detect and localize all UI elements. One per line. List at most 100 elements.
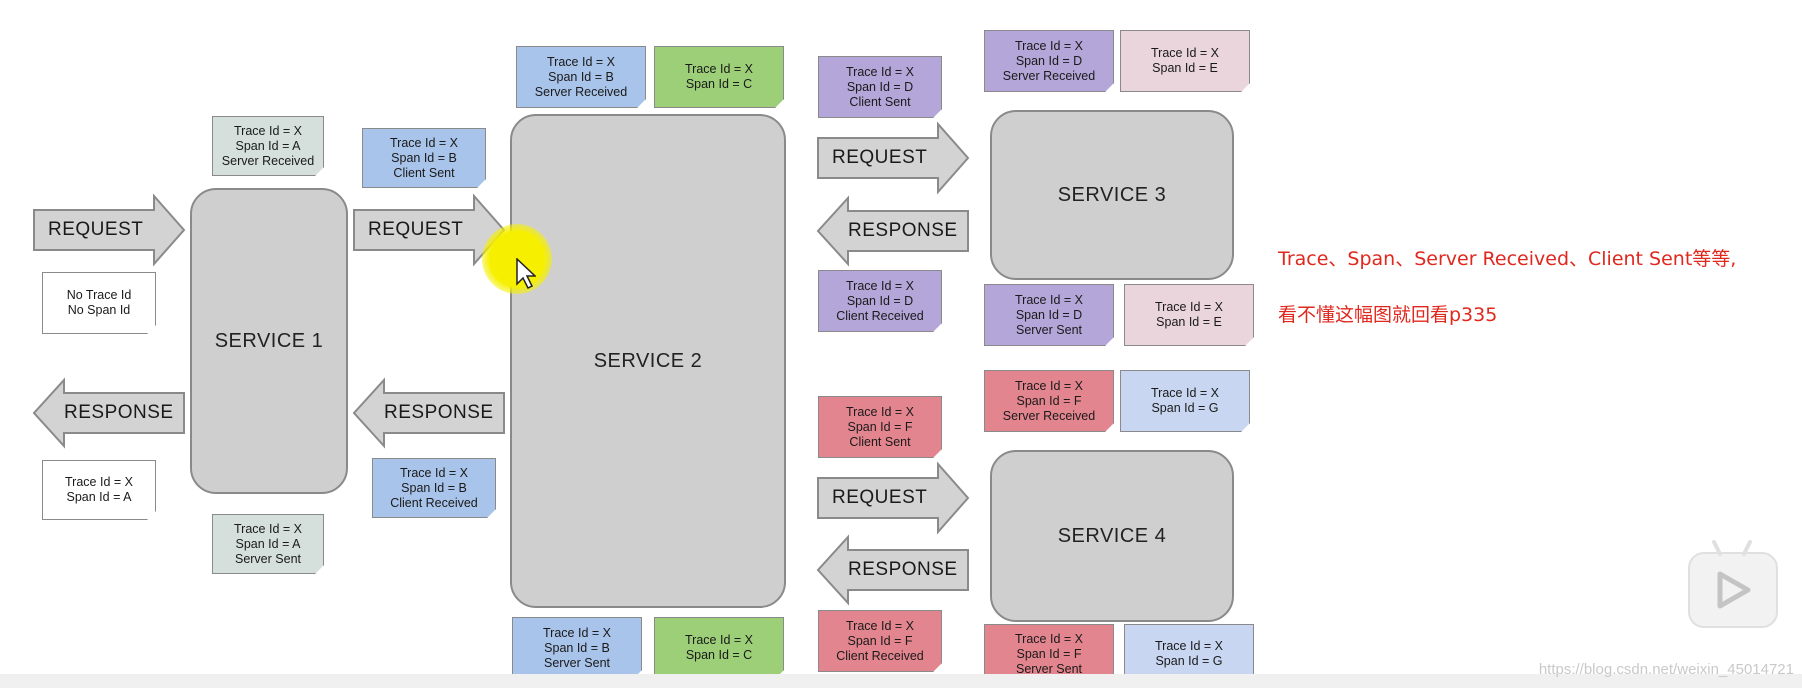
note-line: Span Id = C: [685, 77, 753, 91]
note-s4-client-received-f: Trace Id = X Span Id = F Client Received: [818, 610, 942, 672]
note-line: Span Id = D: [1015, 53, 1083, 68]
note-line: Span Id = D: [1015, 307, 1083, 322]
annotation-line-2: 看不懂这幅图就回看p335: [1278, 304, 1498, 326]
note-s1-no-trace: No Trace Id No Span Id: [42, 272, 156, 334]
note-line: Trace Id = X: [1151, 386, 1219, 400]
note-s1-server-received: Trace Id = X Span Id = A Server Received: [212, 116, 324, 176]
note-line: Span Id = E: [1152, 61, 1218, 75]
note-line: Span Id = F: [1016, 646, 1082, 661]
note-line: Span Id = C: [685, 648, 753, 662]
note-line: Trace Id = X: [234, 521, 302, 536]
note-line: Trace Id = X: [685, 633, 753, 647]
note-s4-server-received-f: Trace Id = X Span Id = F Server Received: [984, 370, 1114, 432]
note-line: Trace Id = X: [1015, 38, 1083, 53]
note-line: Trace Id = X: [846, 618, 914, 633]
note-line: Span Id = D: [846, 293, 914, 308]
service-3-label: SERVICE 3: [1057, 183, 1167, 206]
note-line: Trace Id = X: [1155, 639, 1223, 653]
play-icon: [1717, 571, 1751, 609]
note-line: Server Received: [221, 153, 315, 168]
note-line: Span Id = B: [401, 480, 467, 495]
note-line: Client Received: [390, 495, 478, 510]
bottom-bar: [0, 674, 1802, 688]
note-s2-client-received-b: Trace Id = X Span Id = B Client Received: [372, 458, 496, 518]
note-line: Span Id = A: [66, 490, 132, 504]
note-s3-server-received-d: Trace Id = X Span Id = D Server Received: [984, 30, 1114, 92]
note-line: Trace Id = X: [846, 404, 914, 419]
note-line: No Span Id: [67, 303, 131, 317]
response-arrow-1: RESPONSE: [32, 377, 185, 449]
note-line: Span Id = B: [391, 150, 457, 165]
request-arrow-1-label: REQUEST: [48, 219, 144, 240]
note-line: Span Id = B: [548, 69, 614, 84]
note-line: Server Sent: [234, 551, 301, 566]
request-arrow-3: REQUEST: [817, 121, 970, 195]
response-arrow-4: RESPONSE: [816, 534, 969, 606]
note-s3-client-received-d: Trace Id = X Span Id = D Client Received: [818, 270, 942, 332]
note-s1-server-sent: Trace Id = X Span Id = A Server Sent: [212, 514, 324, 574]
note-s3-client-sent-d: Trace Id = X Span Id = D Client Sent: [818, 56, 942, 118]
response-arrow-3: RESPONSE: [816, 195, 969, 267]
note-line: Client Sent: [849, 94, 911, 109]
tv-antenna-icon: [1712, 540, 1752, 556]
note-line: Span Id = F: [847, 419, 913, 434]
note-line: No Trace Id: [66, 288, 132, 302]
mouse-pointer-icon: [516, 258, 536, 290]
note-s3-span-e-bottom: Trace Id = X Span Id = E: [1124, 284, 1254, 346]
note-line: Trace Id = X: [234, 123, 302, 138]
note-s2-client-sent-b: Trace Id = X Span Id = B Client Sent: [362, 128, 486, 188]
note-line: Server Received: [534, 84, 628, 99]
note-line: Server Sent: [1015, 661, 1082, 676]
note-line: Trace Id = X: [543, 625, 611, 640]
note-s3-server-sent-d: Trace Id = X Span Id = D Server Sent: [984, 284, 1114, 346]
service-4-label: SERVICE 4: [1057, 524, 1167, 547]
request-arrow-3-label: REQUEST: [832, 147, 928, 168]
note-line: Span Id = A: [235, 536, 301, 551]
annotation-line-1: Trace、Span、Server Received、Client Sent等等…: [1278, 248, 1737, 270]
note-s4-span-g-top: Trace Id = X Span Id = G: [1120, 370, 1250, 432]
note-line: Trace Id = X: [1151, 46, 1219, 60]
note-line: Trace Id = X: [846, 278, 914, 293]
note-line: Server Received: [1002, 408, 1096, 423]
note-line: Span Id = F: [1016, 393, 1082, 408]
watermark-text: https://blog.csdn.net/weixin_45014721: [1538, 661, 1794, 678]
note-line: Trace Id = X: [65, 475, 133, 489]
note-line: Trace Id = X: [400, 465, 468, 480]
note-line: Trace Id = X: [1015, 378, 1083, 393]
note-s3-span-e-top: Trace Id = X Span Id = E: [1120, 30, 1250, 92]
note-line: Server Sent: [543, 655, 610, 670]
note-line: Span Id = E: [1156, 315, 1222, 329]
note-line: Span Id = A: [235, 138, 301, 153]
note-s2-server-sent-b: Trace Id = X Span Id = B Server Sent: [512, 617, 642, 679]
note-line: Client Received: [836, 308, 924, 323]
request-arrow-1: REQUEST: [33, 193, 186, 267]
request-arrow-2-label: REQUEST: [368, 219, 464, 240]
response-arrow-4-label: RESPONSE: [848, 559, 958, 580]
note-line: Span Id = B: [544, 640, 610, 655]
service-2-box: SERVICE 2: [510, 114, 786, 608]
note-line: Trace Id = X: [846, 64, 914, 79]
response-arrow-1-label: RESPONSE: [64, 402, 174, 423]
response-arrow-3-label: RESPONSE: [848, 220, 958, 241]
note-line: Client Received: [836, 648, 924, 663]
note-line: Server Sent: [1015, 322, 1082, 337]
service-4-box: SERVICE 4: [990, 450, 1234, 622]
note-s2-span-c-top: Trace Id = X Span Id = C: [654, 46, 784, 108]
note-line: Span Id = G: [1155, 654, 1223, 668]
service-1-box: SERVICE 1: [190, 188, 348, 494]
note-s1-response-span: Trace Id = X Span Id = A: [42, 460, 156, 520]
note-s4-client-sent-f: Trace Id = X Span Id = F Client Sent: [818, 396, 942, 458]
note-line: Server Received: [1002, 68, 1096, 83]
note-line: Trace Id = X: [547, 54, 615, 69]
note-line: Trace Id = X: [390, 135, 458, 150]
play-button[interactable]: [1688, 552, 1778, 628]
request-arrow-4-label: REQUEST: [832, 487, 928, 508]
note-s2-server-received-b: Trace Id = X Span Id = B Server Received: [516, 46, 646, 108]
request-arrow-4: REQUEST: [817, 461, 970, 535]
note-s2-span-c-bottom: Trace Id = X Span Id = C: [654, 617, 784, 679]
response-arrow-2-label: RESPONSE: [384, 402, 494, 423]
note-line: Span Id = G: [1151, 401, 1219, 415]
note-line: Trace Id = X: [685, 62, 753, 76]
note-line: Trace Id = X: [1155, 300, 1223, 314]
